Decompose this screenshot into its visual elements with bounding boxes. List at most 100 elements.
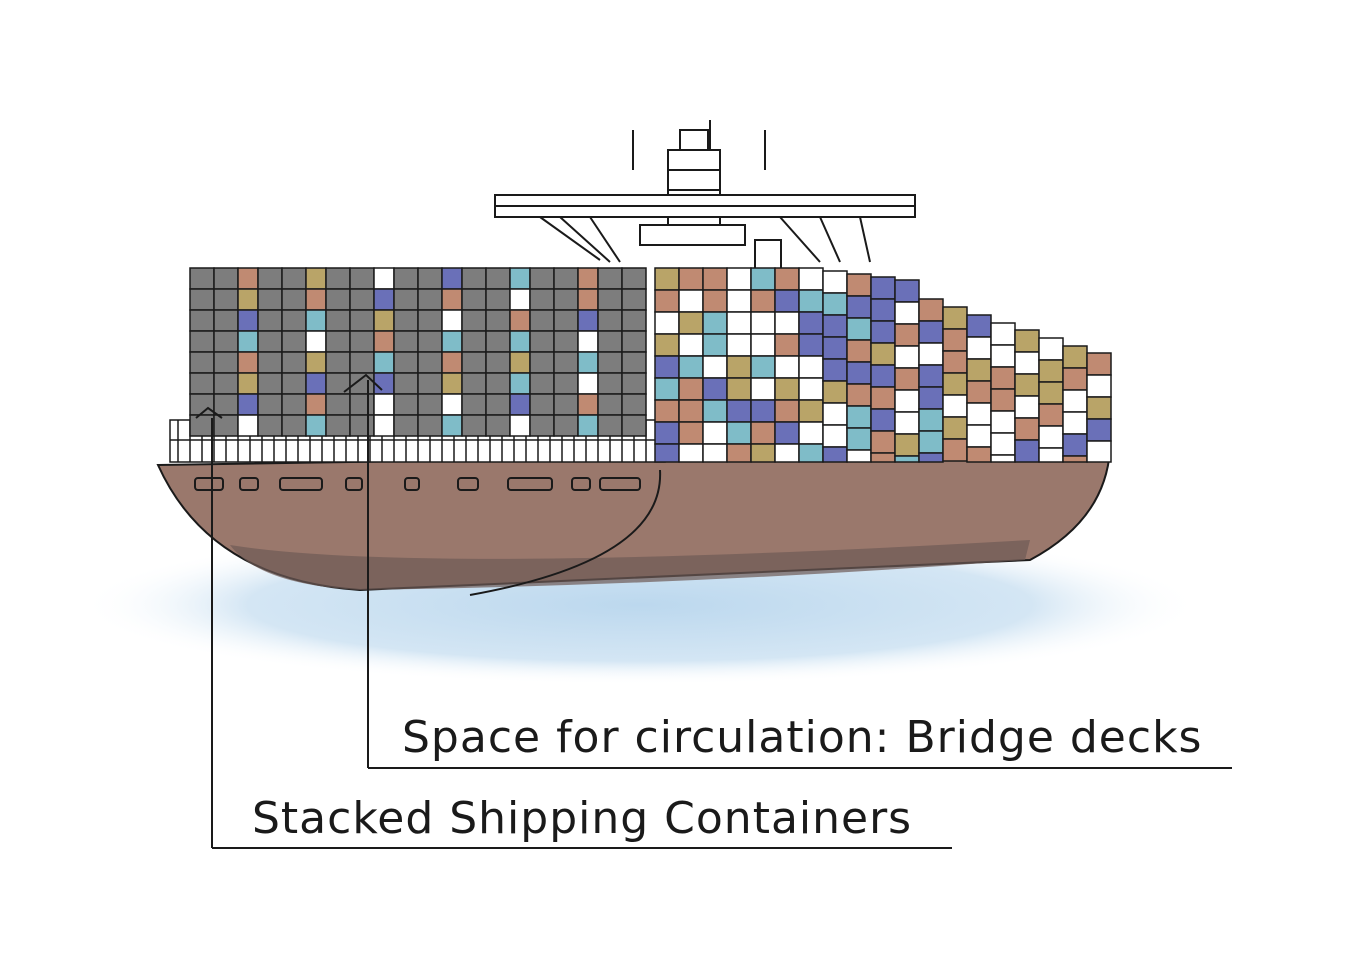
container: [990, 388, 1016, 412]
container: [461, 414, 487, 437]
container: [1062, 345, 1088, 369]
container: [1014, 439, 1040, 463]
container: [257, 351, 283, 374]
container: [942, 438, 968, 462]
container: [678, 333, 704, 357]
container: [529, 288, 555, 311]
container: [774, 333, 800, 357]
container: [846, 449, 872, 463]
container: [942, 416, 968, 440]
container: [281, 351, 307, 374]
container: [325, 351, 351, 374]
container: [529, 330, 555, 353]
container: [726, 289, 752, 313]
container: [774, 421, 800, 445]
container: [621, 267, 647, 290]
container: [281, 372, 307, 395]
container: [349, 351, 375, 374]
container: [577, 372, 599, 395]
container: [798, 289, 824, 313]
container: [553, 267, 579, 290]
container: [822, 446, 848, 463]
container: [189, 288, 215, 311]
container: [654, 267, 680, 291]
container: [990, 454, 1016, 463]
container: [237, 267, 259, 290]
container: [577, 288, 599, 311]
container: [441, 288, 463, 311]
container: [990, 410, 1016, 434]
container: [1014, 417, 1040, 441]
container: [577, 267, 599, 290]
container: [597, 351, 623, 374]
container: [189, 372, 215, 395]
container: [441, 351, 463, 374]
container: [822, 424, 848, 448]
container: [393, 351, 419, 374]
container: [822, 358, 848, 382]
container: [1014, 373, 1040, 397]
container: [509, 288, 531, 311]
container: [257, 288, 283, 311]
container: [597, 267, 623, 290]
container: [237, 330, 259, 353]
container: [966, 402, 992, 426]
container: [529, 267, 555, 290]
container: [417, 267, 443, 290]
container: [393, 309, 419, 332]
container: [1038, 381, 1064, 405]
container: [918, 452, 944, 463]
container: [1062, 411, 1088, 435]
container: [846, 295, 872, 319]
container: [822, 380, 848, 404]
container: [621, 309, 647, 332]
container: [393, 372, 419, 395]
container: [726, 443, 752, 463]
container: [1038, 337, 1064, 361]
container: [349, 309, 375, 332]
container: [822, 314, 848, 338]
container: [918, 430, 944, 454]
container: [461, 372, 487, 395]
container: [798, 355, 824, 379]
container: [702, 289, 728, 313]
container: [305, 288, 327, 311]
container: [1062, 433, 1088, 457]
container: [966, 424, 992, 448]
container: [894, 367, 920, 391]
container: [1086, 396, 1112, 420]
container: [213, 330, 239, 353]
container: [918, 408, 944, 432]
container: [870, 452, 896, 463]
container: [577, 393, 599, 416]
container: [325, 330, 351, 353]
container: [349, 267, 375, 290]
container: [509, 267, 531, 290]
container: [553, 309, 579, 332]
container: [798, 399, 824, 423]
container: [237, 288, 259, 311]
container: [485, 288, 511, 311]
container: [257, 267, 283, 290]
container: [509, 309, 531, 332]
container: [726, 333, 752, 357]
container: [678, 267, 704, 291]
container: [373, 414, 395, 437]
container: [621, 288, 647, 311]
container: [213, 414, 239, 437]
container: [990, 322, 1016, 346]
container: [485, 372, 511, 395]
container: [942, 328, 968, 352]
container: [349, 393, 375, 416]
label-stacked-containers: Stacked Shipping Containers: [252, 793, 912, 844]
container: [213, 351, 239, 374]
container: [894, 455, 920, 463]
container: [281, 393, 307, 416]
container: [257, 309, 283, 332]
container: [870, 386, 896, 410]
container: [678, 377, 704, 401]
container: [417, 351, 443, 374]
container: [305, 309, 327, 332]
container: [726, 421, 752, 445]
container: [918, 386, 944, 410]
